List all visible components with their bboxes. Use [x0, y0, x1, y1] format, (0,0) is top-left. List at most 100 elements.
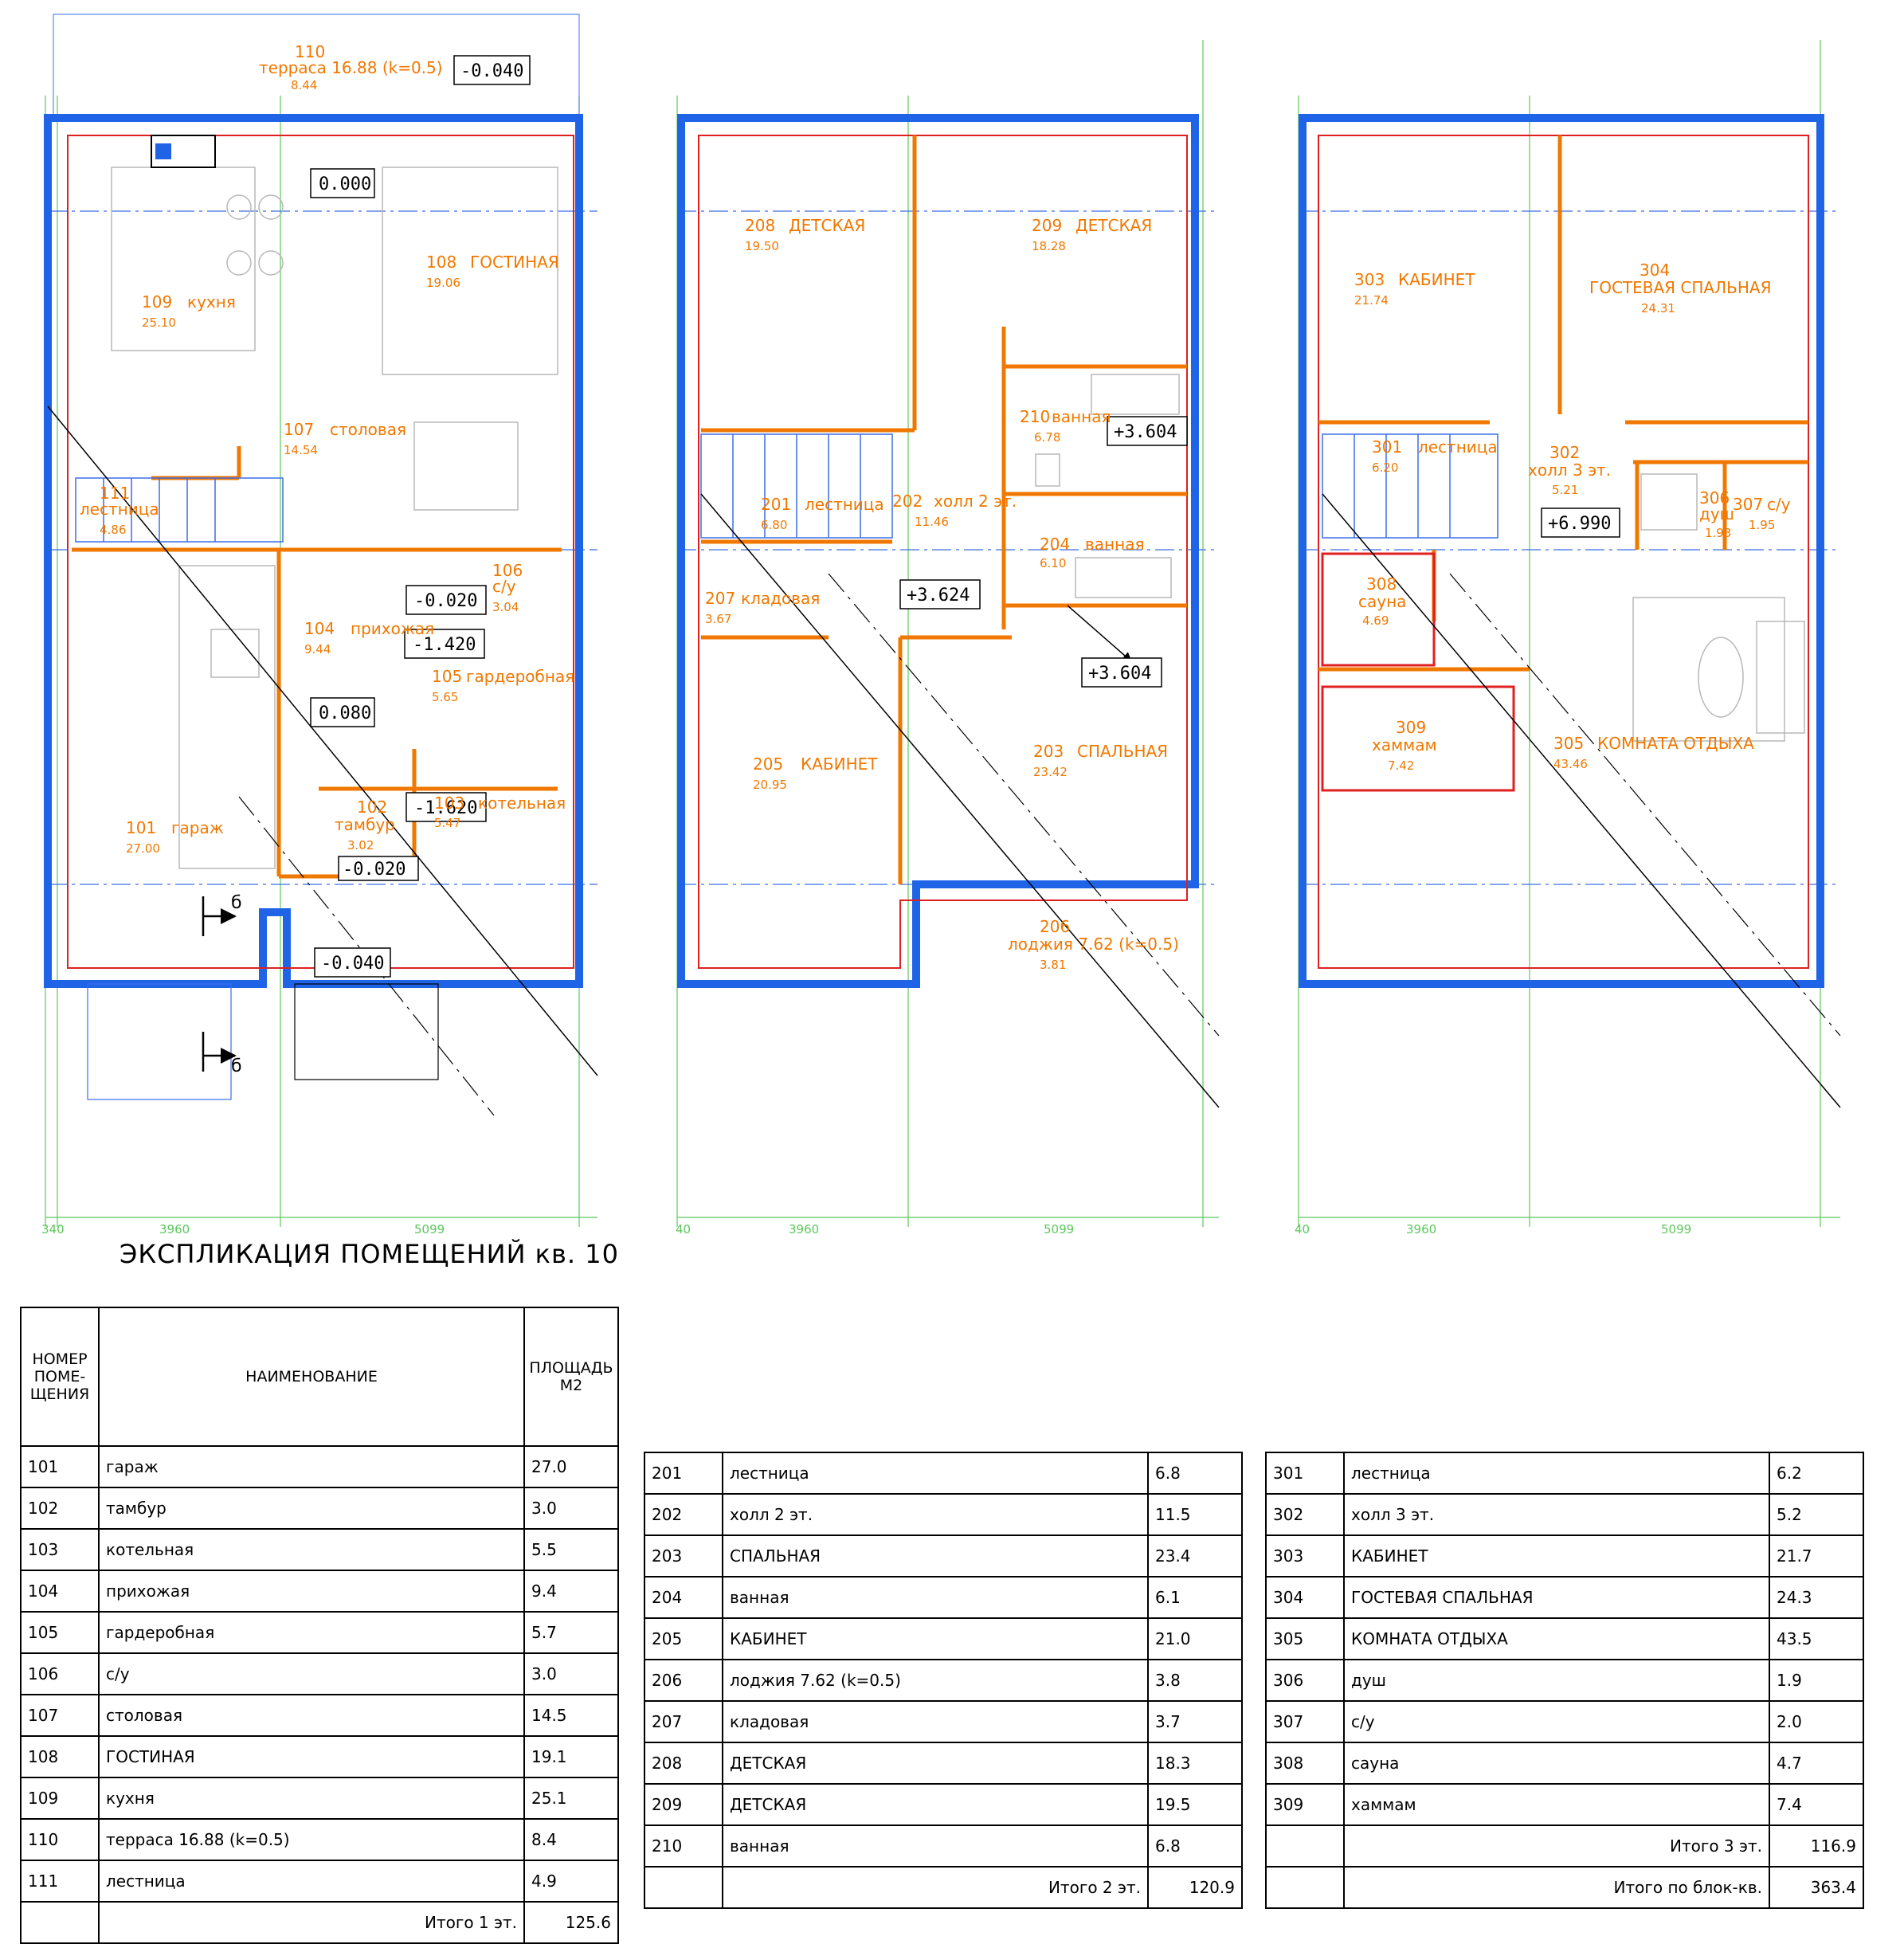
room-number: 307 [1733, 495, 1763, 514]
room-number: 108 [426, 253, 456, 272]
room-name: хаммам [1372, 735, 1437, 754]
room-name-cell: кладовая [722, 1700, 1149, 1743]
room-area: 1.95 [1749, 518, 1775, 532]
room-number-cell: 207 [644, 1700, 723, 1743]
room-area: 5.47 [434, 816, 460, 830]
header-number: НОМЕР ПОМЕ- ЩЕНИЯ [20, 1307, 100, 1447]
room-area: 3.67 [705, 612, 731, 626]
floor-3-plan: +6.990 303 КАБИНЕТ 21.74 304 ГОСТЕВАЯ СП… [1295, 40, 1841, 1237]
total-label: Итого 3 эт. [1343, 1824, 1770, 1868]
dimension-label: 3960 [789, 1222, 819, 1237]
room-name-cell: гардеробная [98, 1611, 525, 1654]
room-area: 43.46 [1553, 757, 1588, 771]
total-value: 116.9 [1769, 1824, 1864, 1868]
room-name-cell: холл 3 эт. [1343, 1493, 1770, 1536]
room-area-cell: 6.2 [1769, 1452, 1864, 1495]
room-name: КАБИНЕТ [1398, 270, 1475, 289]
room-name: сауна [1358, 592, 1406, 611]
room-area-cell: 43.5 [1769, 1617, 1864, 1660]
dimension-label: 40 [676, 1222, 691, 1237]
room-number-cell: 108 [20, 1735, 100, 1778]
room-area: 27.00 [126, 841, 160, 856]
room-area-cell: 25.1 [523, 1777, 619, 1820]
room-number: 209 [1032, 216, 1062, 235]
room-name: гардеробная [466, 667, 574, 686]
room-area-cell: 6.8 [1147, 1452, 1243, 1495]
room-area-cell: 3.0 [523, 1652, 619, 1695]
room-name: душ [1699, 504, 1734, 523]
total-row: Итого 1 эт.125.6 [20, 1901, 619, 1944]
room-name-cell: лоджия 7.62 (k=0.5) [722, 1659, 1149, 1702]
room-name-cell: столовая [98, 1694, 525, 1737]
total-value: 125.6 [523, 1901, 619, 1944]
room-number-cell: 107 [20, 1694, 100, 1737]
room-number-cell: 305 [1265, 1617, 1345, 1660]
room-name-cell: ДЕТСКАЯ [722, 1742, 1149, 1785]
room-name: с/у [1767, 495, 1791, 514]
room-number: 201 [761, 495, 791, 514]
room-number: 103 [434, 794, 464, 813]
level-mark: 0.080 [319, 704, 371, 723]
room-number-cell: 105 [20, 1611, 100, 1654]
room-area-cell: 8.4 [523, 1818, 619, 1861]
room-number: 305 [1553, 734, 1584, 753]
room-name: ДЕТСКАЯ [789, 216, 865, 235]
room-area: 3.04 [492, 600, 519, 614]
total-row: Итого 2 эт.120.9 [644, 1866, 1243, 1909]
section-label: б [231, 1056, 242, 1076]
room-number-cell: 302 [1265, 1493, 1345, 1536]
room-number: 106 [492, 561, 523, 580]
room-name: столовая [330, 420, 406, 439]
room-name-cell: СПАЛЬНАЯ [722, 1534, 1149, 1578]
room-name: ванная [1052, 407, 1111, 426]
room-number: 208 [745, 216, 775, 235]
room-number-cell: 102 [20, 1487, 100, 1530]
room-name: ванная [1085, 535, 1144, 554]
room-name: лоджия 7.62 (k=0.5) [1008, 935, 1179, 954]
room-area-cell: 23.4 [1147, 1534, 1243, 1578]
room-name: ДЕТСКАЯ [1075, 216, 1152, 235]
room-area-cell: 7.4 [1769, 1783, 1864, 1826]
room-number-cell: 308 [1265, 1742, 1345, 1785]
room-area: 7.42 [1388, 758, 1414, 773]
room-number-cell: 110 [20, 1818, 100, 1861]
section-label: б [231, 893, 242, 913]
room-area: 9.44 [304, 642, 331, 656]
room-area: 19.06 [426, 276, 460, 290]
room-name-cell: ванная [722, 1824, 1149, 1868]
room-number-cell: 304 [1265, 1576, 1345, 1619]
room-area: 21.74 [1354, 293, 1389, 308]
room-name-cell: гараж [98, 1445, 525, 1488]
room-name-cell: КАБИНЕТ [722, 1617, 1149, 1660]
room-area-cell: 3.7 [1147, 1700, 1243, 1743]
room-number: 107 [284, 420, 314, 439]
room-number: 301 [1372, 437, 1402, 457]
room-name: ГОСТИНАЯ [470, 253, 559, 272]
room-area: 3.02 [347, 838, 374, 852]
room-number-cell: 205 [644, 1617, 723, 1660]
header-name: НАИМЕНОВАНИЕ [98, 1307, 525, 1447]
room-area-cell: 21.0 [1147, 1617, 1243, 1660]
room-area: 8.44 [291, 78, 317, 92]
room-name: КАБИНЕТ [801, 754, 878, 774]
room-area-cell: 5.7 [523, 1611, 619, 1654]
level-mark: -0.020 [343, 860, 405, 880]
room-name-cell: с/у [98, 1652, 525, 1695]
room-name: кладовая [741, 589, 820, 608]
room-name-cell: душ [1343, 1659, 1770, 1702]
room-area: 5.65 [432, 690, 458, 704]
